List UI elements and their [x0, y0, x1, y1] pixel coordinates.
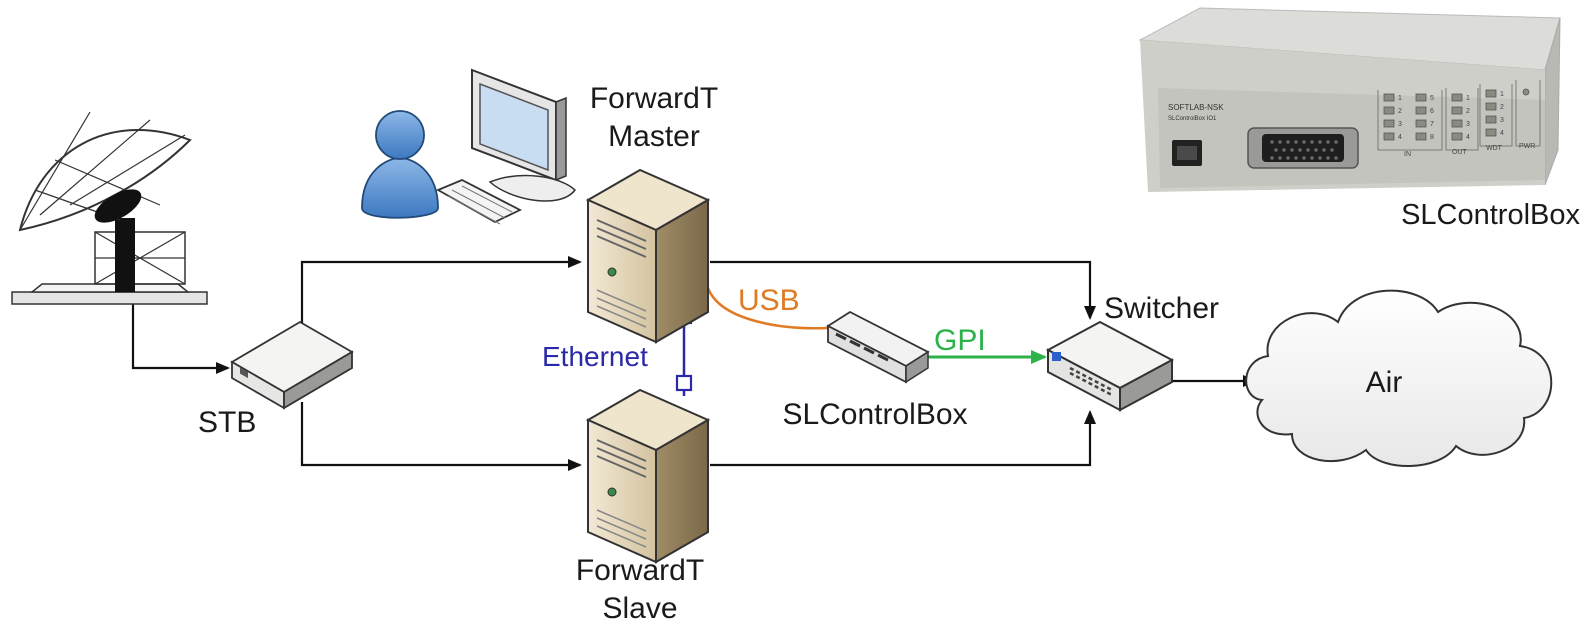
- panel-in-number: 5: [1430, 95, 1434, 102]
- usb-label: USB: [738, 284, 800, 317]
- server-icon: [585, 168, 711, 344]
- panel-group-in: IN: [1404, 151, 1411, 158]
- panel-brand: SOFTLAB-NSK: [1168, 103, 1224, 112]
- usb-cable: [706, 287, 829, 330]
- panel-in-number: 2: [1398, 108, 1402, 115]
- air-label: Air: [1366, 366, 1403, 399]
- panel-group-wdt: WDT: [1486, 145, 1503, 152]
- panel-out-number: 2: [1466, 108, 1470, 115]
- master-label-line1: ForwardT: [590, 82, 718, 115]
- slave-label-line1: ForwardT: [576, 554, 704, 587]
- keyboard-icon: [435, 179, 523, 225]
- cloud-icon: [1245, 289, 1553, 467]
- satellite-dish-icon: [11, 111, 208, 305]
- panel-group-out: OUT: [1452, 149, 1468, 156]
- panel-in-number: 8: [1430, 134, 1434, 141]
- user-icon: [361, 110, 439, 219]
- switcher-label: Switcher: [1104, 292, 1219, 325]
- panel-in-number: 7: [1430, 121, 1434, 128]
- panel-model: SLControlBox IO1: [1168, 116, 1217, 122]
- switcher-icon: [1045, 320, 1175, 412]
- stb-label: STB: [198, 406, 256, 439]
- gpi-label: GPI: [934, 324, 986, 357]
- slave-to-switcher-line: [710, 410, 1096, 467]
- panel-wdt-number: 1: [1500, 91, 1504, 98]
- panel-in-number: 1: [1398, 95, 1402, 102]
- dish-to-stb-line: [131, 300, 230, 374]
- slave-label-line2: Slave: [602, 592, 677, 625]
- monitor-icon: [471, 68, 577, 202]
- panel-wdt-number: 4: [1500, 130, 1504, 137]
- ethernet-label: Ethernet: [542, 341, 648, 372]
- controlbox-icon: [826, 310, 930, 384]
- photo-caption: SLControlBox: [1401, 199, 1580, 231]
- master-to-switcher-line: [710, 260, 1096, 320]
- panel-in-number: 4: [1398, 134, 1402, 141]
- master-label-line2: Master: [608, 120, 700, 153]
- panel-out-number: 1: [1466, 95, 1470, 102]
- panel-wdt-number: 2: [1500, 104, 1504, 111]
- server-icon: [585, 388, 711, 564]
- labels: ForwardT Master ForwardT Slave STB Switc…: [198, 82, 1580, 625]
- panel-in-number: 3: [1398, 121, 1402, 128]
- panel-in-number: 6: [1430, 108, 1434, 115]
- panel-group-pwr: PWR: [1519, 143, 1535, 150]
- panel-out-number: 4: [1466, 134, 1470, 141]
- stb-box-icon: [230, 320, 354, 410]
- stb-to-slave-line: [300, 402, 582, 471]
- controlbox-photo: 1 2 3 4 5 6 7 8 1 2 3 4 1 2 3 4 IN OUT W…: [1138, 7, 1561, 192]
- panel-out-number: 3: [1466, 121, 1470, 128]
- panel-wdt-number: 3: [1500, 117, 1504, 124]
- stb-to-master-line: [300, 256, 582, 325]
- controlbox-label: SLControlBox: [782, 398, 967, 431]
